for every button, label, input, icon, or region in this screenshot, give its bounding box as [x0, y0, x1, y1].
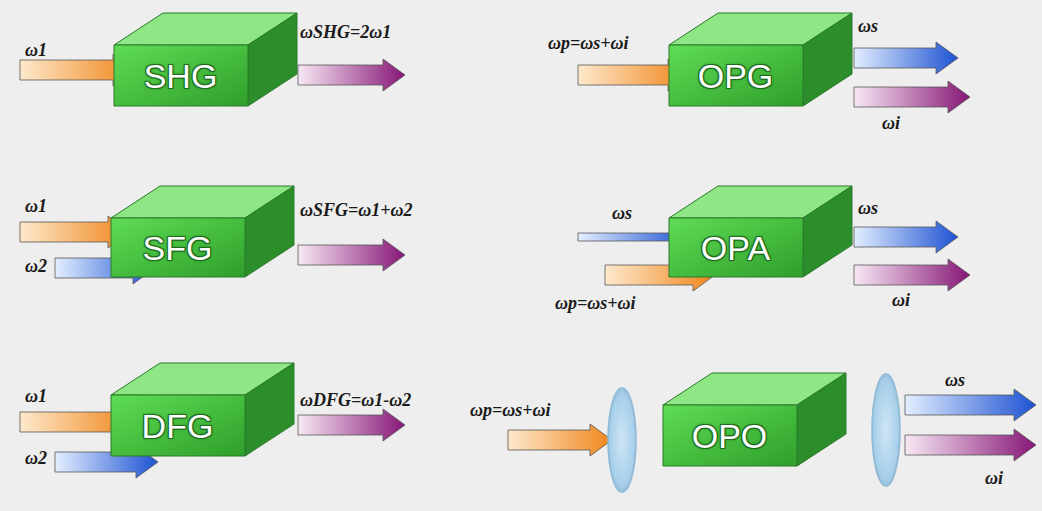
frequency-label: ω1	[25, 40, 47, 61]
process-name: OPO	[662, 405, 797, 467]
frequency-label: ω2	[25, 256, 47, 277]
frequency-label: ωs	[945, 370, 965, 391]
frequency-label: ωSHG=2ω1	[300, 22, 391, 43]
frequency-label: ωSFG=ω1+ω2	[300, 200, 413, 221]
idler-arrow	[905, 429, 1036, 461]
process-name: OPA	[668, 218, 803, 278]
frequency-label: ωs	[612, 203, 632, 224]
crystal-node: OPA	[668, 185, 853, 278]
output-arrow	[298, 409, 405, 441]
frequency-label: ωi	[892, 290, 910, 311]
crystal-node: SFG	[110, 185, 295, 278]
pump-arrow	[508, 424, 612, 456]
frequency-label: ω1	[25, 386, 47, 407]
signal-arrow	[854, 42, 958, 74]
frequency-label: ωp=ωs+ωi	[555, 293, 636, 314]
frequency-label: ωp=ωs+ωi	[470, 400, 551, 421]
crystal-node: OPO	[662, 372, 847, 467]
signal-arrow	[854, 221, 958, 253]
process-name: SHG	[113, 45, 248, 107]
output-arrow	[298, 59, 405, 91]
frequency-label: ωDFG=ω1-ω2	[300, 390, 411, 411]
output-arrow	[298, 239, 405, 271]
process-name: SFG	[110, 218, 245, 278]
frequency-label: ωs	[858, 16, 878, 37]
crystal-node: OPG	[668, 12, 853, 107]
idler-arrow	[854, 259, 970, 291]
idler-arrow	[854, 81, 970, 113]
frequency-label: ωi	[882, 113, 900, 134]
cavity-mirror	[608, 388, 636, 492]
signal-arrow	[905, 389, 1036, 421]
frequency-label: ω1	[25, 196, 47, 217]
process-name: DFG	[110, 395, 245, 457]
frequency-label: ω2	[25, 448, 47, 469]
crystal-node: DFG	[110, 362, 295, 457]
cavity-mirror	[872, 374, 900, 486]
frequency-label: ωi	[985, 468, 1003, 489]
frequency-label: ωs	[858, 198, 878, 219]
frequency-label: ωp=ωs+ωi	[548, 33, 629, 54]
crystal-node: SHG	[113, 12, 298, 107]
process-name: OPG	[668, 45, 803, 107]
